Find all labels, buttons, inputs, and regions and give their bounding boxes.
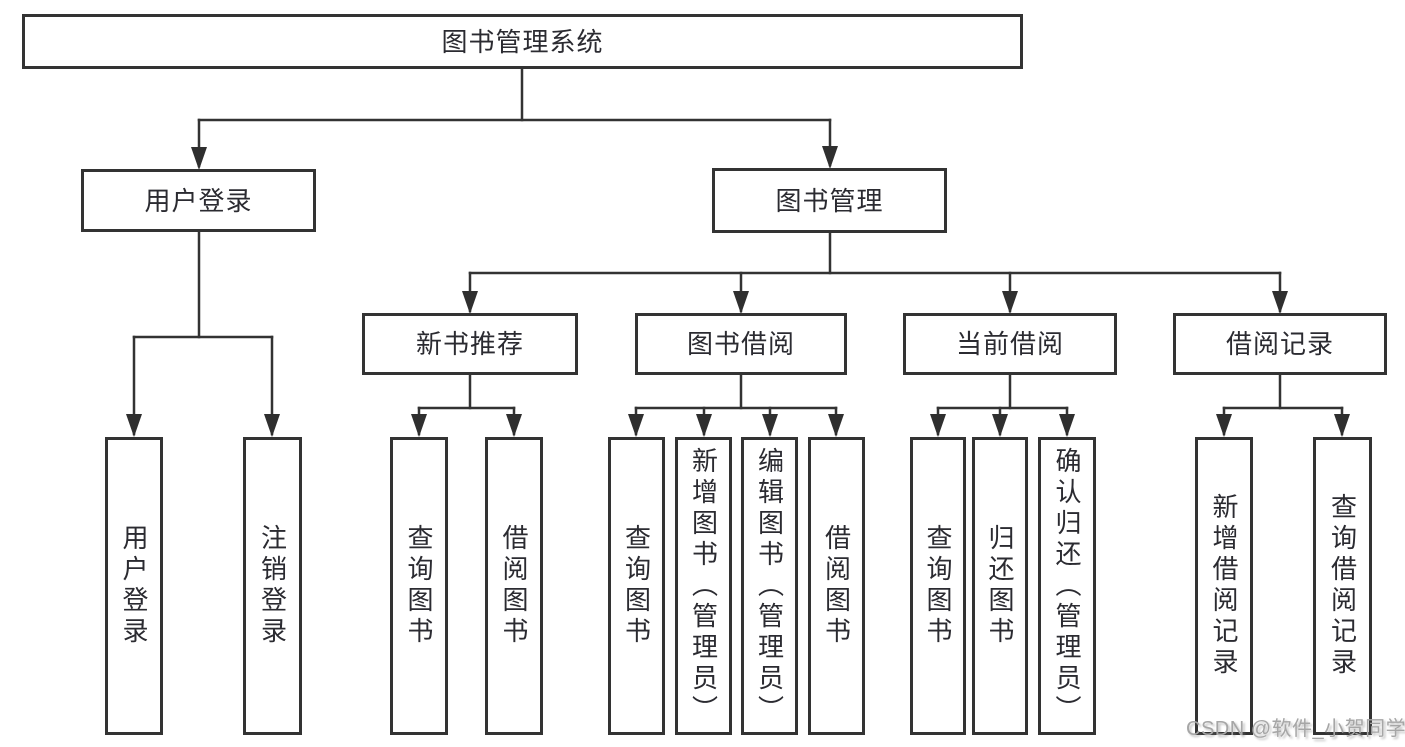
leaf-user-login: 用户登录 [105,437,163,735]
leaf-add-books-admin: 新增图书（管理员） [675,437,732,735]
node-new-book-recommend: 新书推荐 [362,313,578,375]
csdn-watermark: CSDN @软件_小贺同学 [1186,718,1405,740]
node-book-management: 图书管理 [712,168,947,233]
node-library-management-system: 图书管理系统 [22,14,1023,69]
leaf-edit-books-admin: 编辑图书（管理员） [741,437,798,735]
leaf-confirm-return-admin: 确认归还（管理员） [1038,437,1096,735]
edge-new-book-recommend-to-leaves [411,373,522,437]
node-borrow-records: 借阅记录 [1173,313,1387,375]
edge-current-borrow-to-leaves [930,373,1075,437]
edge-borrow-records-to-leaves [1216,373,1350,437]
leaf-query-books-recommend: 查询图书 [390,437,448,735]
leaf-logout: 注销登录 [243,437,302,735]
node-current-borrow: 当前借阅 [903,313,1117,375]
edge-book-borrow-to-leaves [628,373,844,437]
node-user-login: 用户登录 [81,169,316,232]
leaf-return-books: 归还图书 [972,437,1028,735]
leaf-add-borrow-record: 新增借阅记录 [1195,437,1253,735]
leaf-query-books-current: 查询图书 [910,437,966,735]
leaf-borrow-books: 借阅图书 [808,437,865,735]
node-book-borrow: 图书借阅 [635,313,847,375]
leaf-query-books-borrow: 查询图书 [608,437,665,735]
leaf-borrow-books-recommend: 借阅图书 [485,437,543,735]
edge-user-login-to-leaves [126,230,280,437]
edge-book-management-to-level3 [462,231,1288,314]
leaf-query-borrow-record: 查询借阅记录 [1313,437,1372,735]
edge-root-to-level2 [191,67,838,170]
